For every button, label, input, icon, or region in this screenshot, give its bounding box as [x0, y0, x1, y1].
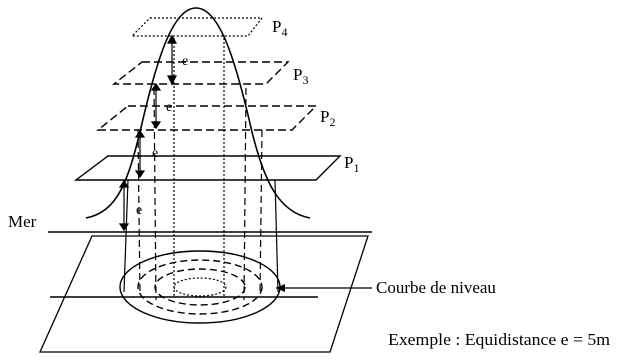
contour-label: Courbe de niveau [376, 278, 496, 297]
plane-label-p4: P4 [272, 17, 287, 39]
plane-label-p3: P3 [293, 65, 308, 87]
contour-arrowhead [276, 284, 285, 292]
equidistance-label-1: e [182, 54, 188, 69]
contour-p1 [119, 250, 281, 324]
plane-p2 [96, 105, 318, 131]
example-caption: Exemple : Equidistance e = 5m [388, 330, 610, 349]
plane-label-p2: P2 [320, 107, 335, 129]
equidistance-label-3: e [152, 146, 158, 161]
sea-label: Mer [8, 212, 37, 231]
contour-p4 [173, 277, 227, 297]
mountain-profile [85, 7, 311, 219]
plane-p3 [111, 61, 290, 85]
sea-level-plane [38, 235, 369, 353]
contour-p3 [154, 268, 246, 306]
equidistance-arrows [118, 34, 178, 232]
equidistance-label-4: e [136, 203, 142, 218]
plane-label-p1: P1 [344, 153, 359, 175]
plane-p4 [130, 17, 264, 37]
contour-projections [119, 250, 281, 324]
equidistance-label-2: e [166, 100, 172, 115]
contour-p2 [137, 259, 263, 315]
plane-p1 [73, 155, 342, 181]
